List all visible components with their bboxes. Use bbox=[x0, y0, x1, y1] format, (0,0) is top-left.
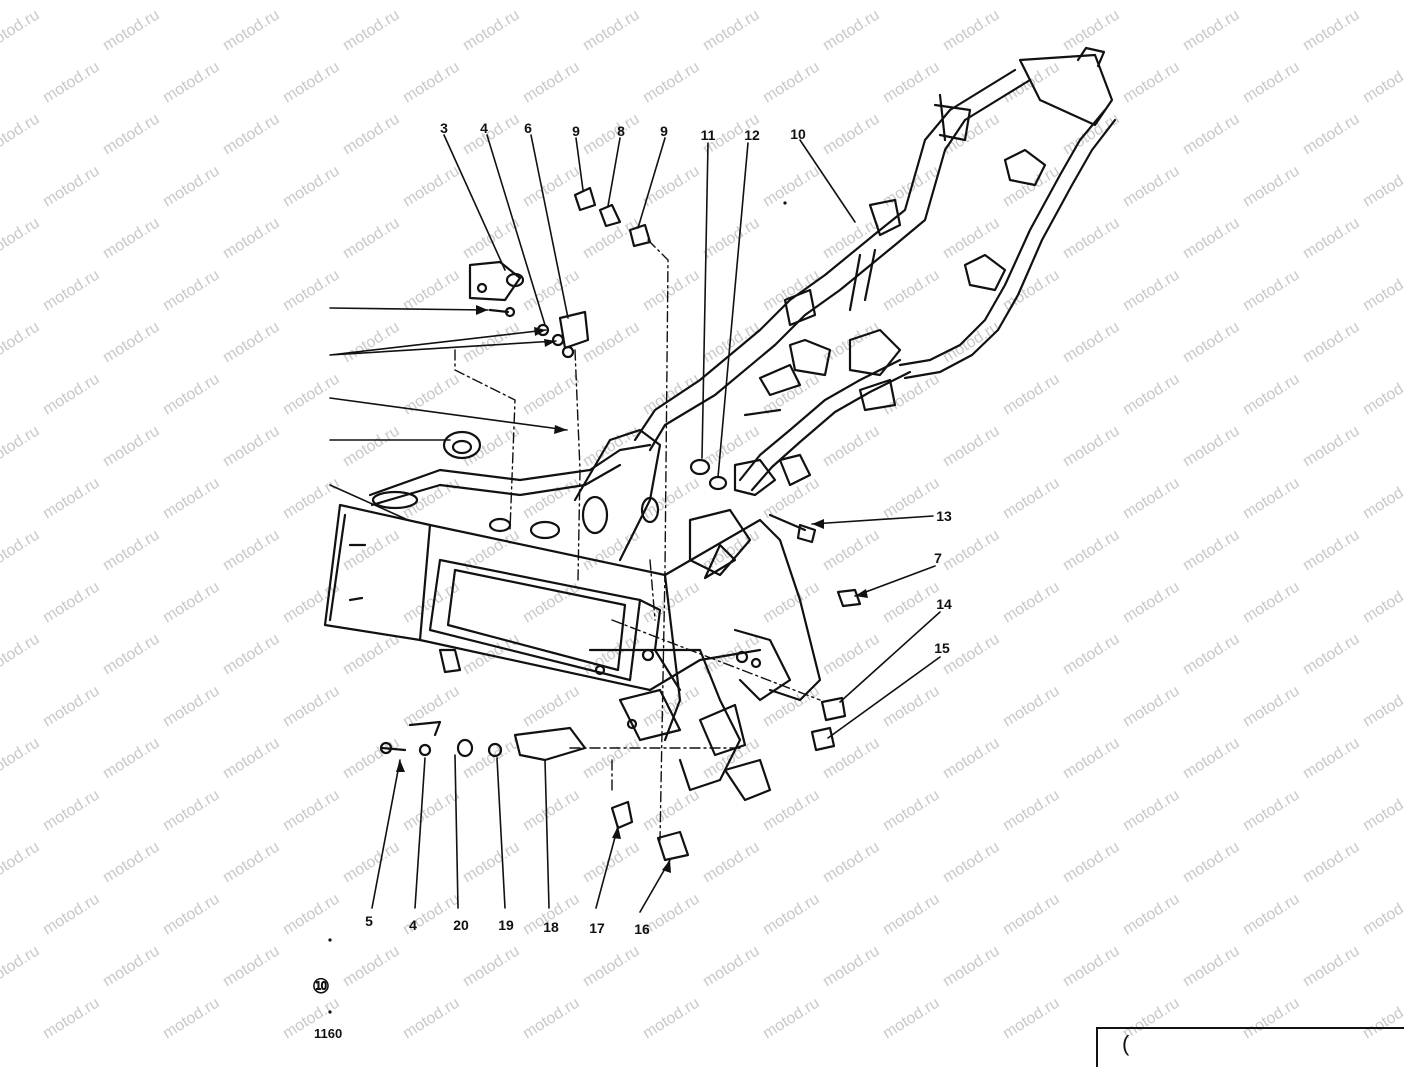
callout-14: 14 bbox=[936, 596, 952, 612]
callout-18: 18 bbox=[543, 919, 559, 935]
callout-7: 7 bbox=[934, 550, 942, 566]
small-parts bbox=[379, 186, 862, 862]
arrowheads bbox=[396, 305, 868, 873]
callout-12: 12 bbox=[744, 127, 760, 143]
callout-9-left: 9 bbox=[572, 123, 580, 139]
rear-subframe bbox=[633, 46, 1117, 497]
callout-16: 16 bbox=[634, 921, 650, 937]
callout-4-bottom: 4 bbox=[409, 917, 417, 933]
callout-17: 17 bbox=[589, 920, 605, 936]
callout-19: 19 bbox=[498, 917, 514, 933]
callout-5-bottom: 5 bbox=[365, 913, 373, 929]
callout-11: 11 bbox=[700, 127, 716, 143]
callout-4-top: 4 bbox=[480, 120, 488, 136]
callout-9-right: 9 bbox=[660, 123, 668, 139]
assembly-centerlines bbox=[454, 239, 821, 841]
corner-reference-box: ( bbox=[1096, 1027, 1404, 1067]
logo-mark: ⑩ bbox=[312, 976, 330, 998]
corner-glyph: ( bbox=[1122, 1031, 1130, 1056]
callout-20: 20 bbox=[453, 917, 469, 933]
callout-3: 3 bbox=[440, 120, 448, 136]
stray-dots bbox=[328, 201, 787, 1014]
callout-10: 10 bbox=[790, 126, 806, 142]
diagram-code: 1160 bbox=[314, 1026, 343, 1041]
callout-8: 8 bbox=[617, 123, 625, 139]
callout-13: 13 bbox=[936, 508, 952, 524]
callout-6: 6 bbox=[524, 120, 532, 136]
callout-15: 15 bbox=[934, 640, 950, 656]
main-frame bbox=[323, 428, 822, 802]
